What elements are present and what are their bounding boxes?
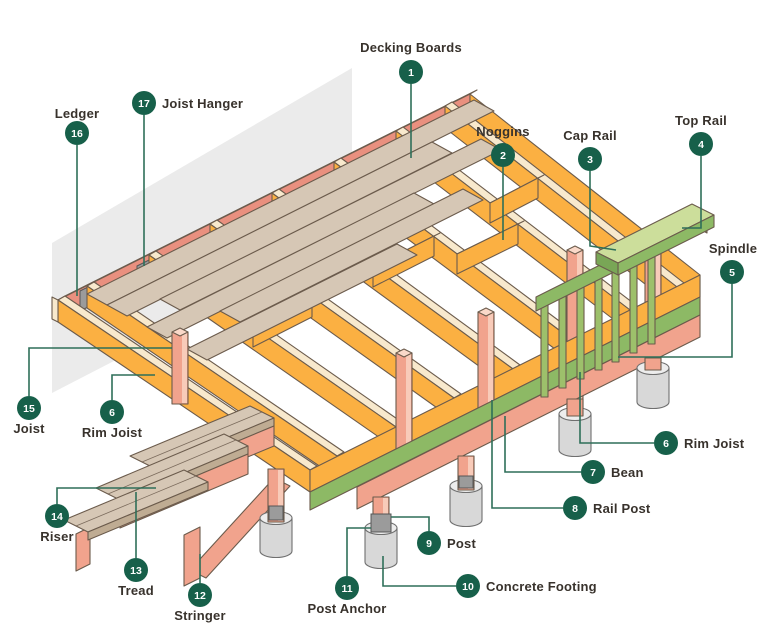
callout-number: 6 (663, 438, 669, 450)
callout-concrete-footing: 10 Concrete Footing (382, 556, 597, 598)
callout-number: 5 (729, 267, 735, 279)
callout-number-badge (456, 574, 480, 598)
post-anchors (268, 475, 474, 533)
leader-line (504, 416, 581, 473)
callout-number-badge (132, 91, 156, 115)
callout-noggins: 2 Noggins (476, 124, 530, 240)
callout-label: Spindle (709, 241, 757, 256)
stairs (63, 405, 291, 587)
callout-number: 12 (194, 590, 206, 602)
leader-line (111, 374, 155, 400)
leader-line (382, 556, 456, 587)
callouts: 1 Decking Boards 2 Noggins 3 Cap Rail 4 Top Rai… (13, 40, 757, 623)
callout-label: Riser (40, 529, 74, 544)
callout-number-badge (124, 558, 148, 582)
callout-label: Joist Hanger (162, 96, 243, 111)
callout-number-badge (578, 147, 602, 171)
callout-decking-boards: 1 Decking Boards (360, 40, 462, 158)
callout-number: 9 (426, 538, 432, 550)
leader-line (618, 284, 733, 358)
callout-cap-rail: 3 Cap Rail (563, 128, 617, 251)
callout-label: Cap Rail (563, 128, 617, 143)
callout-number: 6 (109, 407, 115, 419)
cap-rail-board (595, 203, 715, 276)
callout-number-badge (335, 576, 359, 600)
callout-top-rail: 4 Top Rail (675, 113, 727, 229)
leader-line (346, 527, 371, 576)
spindles (540, 251, 656, 398)
callout-label: Concrete Footing (486, 579, 597, 594)
callout-number-badge (689, 132, 713, 156)
callout-number: 13 (130, 565, 142, 577)
leader-line (391, 516, 430, 531)
callout-number-badge (399, 60, 423, 84)
callout-number: 14 (51, 511, 63, 523)
rail-post-short-left (171, 327, 189, 405)
callout-label: Stringer (174, 608, 225, 623)
beam-board (356, 314, 701, 510)
leader-line (56, 487, 156, 504)
leader-line (682, 156, 702, 229)
callout-number: 8 (572, 503, 578, 515)
callout-number-badge (563, 496, 587, 520)
callout-number: 10 (462, 581, 474, 593)
decking-boards (86, 99, 502, 361)
callout-number-badge (654, 431, 678, 455)
callout-label: Noggins (476, 124, 529, 139)
railing (535, 203, 715, 398)
callout-number: 11 (341, 583, 352, 595)
callout-label: Rail Post (593, 501, 651, 516)
callout-label: Post Anchor (307, 601, 386, 616)
callout-number-badge (65, 121, 89, 145)
callout-number-badge (45, 504, 69, 528)
callout-number: 15 (23, 403, 35, 415)
callout-label: Ledger (55, 106, 100, 121)
callout-number-badge (188, 583, 212, 607)
callout-rail-post: 8 Rail Post (491, 400, 651, 520)
callout-spindle: 5 Spindle (618, 241, 757, 358)
leader-line (491, 400, 563, 509)
callout-label: Rim Joist (82, 425, 143, 440)
callout-rim-joist-right: 6 Rim Joist (579, 372, 745, 455)
callout-number: 16 (71, 128, 83, 140)
rail-posts-short-front (395, 307, 495, 467)
leader-line (589, 171, 617, 251)
callout-number-badge (417, 531, 441, 555)
callout-label: Rim Joist (684, 436, 745, 451)
callout-number: 7 (590, 467, 596, 479)
callout-label: Tread (118, 583, 154, 598)
callout-number: 3 (587, 154, 593, 166)
callout-number: 1 (408, 67, 414, 79)
callout-joist-hanger: 17 Joist Hanger (132, 91, 243, 266)
callout-bean: 7 Bean (504, 416, 644, 484)
callout-label: Post (447, 536, 476, 551)
callout-number: 2 (500, 150, 506, 162)
callout-label: Top Rail (675, 113, 727, 128)
callout-ledger: 16 Ledger (55, 106, 100, 296)
callout-number-badge (581, 460, 605, 484)
callout-post: 9 Post (391, 516, 476, 555)
callout-number: 17 (138, 98, 150, 110)
callout-number: 4 (698, 139, 704, 151)
callout-label: Decking Boards (360, 40, 462, 55)
callout-label: Bean (611, 465, 644, 480)
callout-label: Joist (13, 421, 45, 436)
callout-number-badge (720, 260, 744, 284)
callout-number-badge (491, 143, 515, 167)
callout-number-badge (100, 400, 124, 424)
callout-number-badge (17, 396, 41, 420)
leader-line (579, 372, 654, 444)
leader-line (28, 347, 172, 396)
